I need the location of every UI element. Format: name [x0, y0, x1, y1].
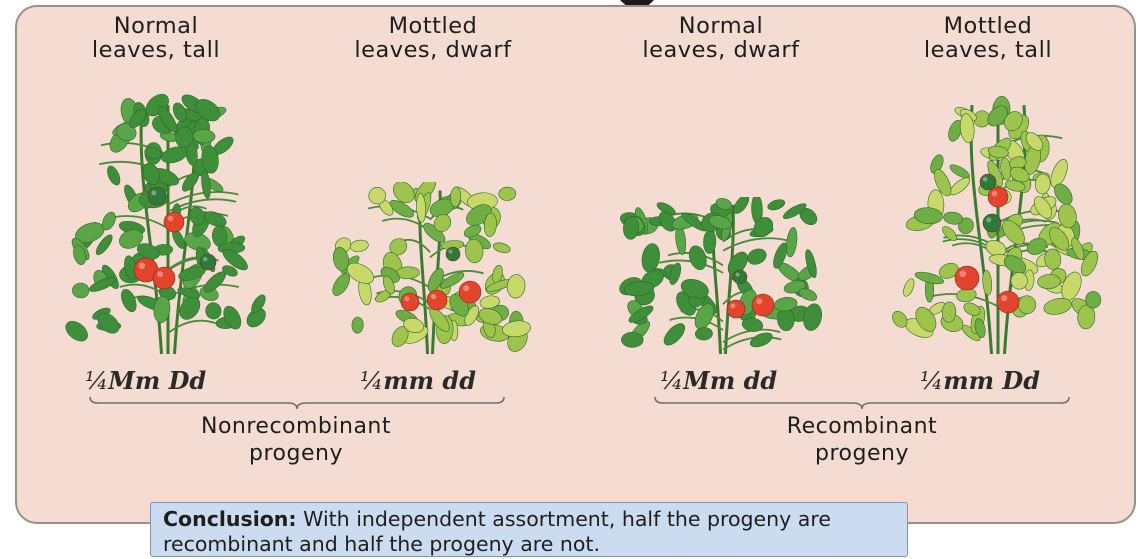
group-label-recombinant: Recombinant progeny [702, 413, 1022, 467]
brace-nonrecombinant [88, 395, 506, 411]
plant-normal-tall [38, 92, 298, 354]
label-mottled-dwarf: Mottled leaves, dwarf [303, 14, 563, 62]
label-normal-tall: Normal leaves, tall [26, 14, 286, 62]
label-normal-dwarf: Normal leaves, dwarf [591, 14, 851, 62]
label-mottled-tall: Mottled leaves, tall [858, 14, 1118, 62]
plant-normal-dwarf [618, 197, 828, 354]
plant-mottled-dwarf [325, 182, 535, 354]
genotype-mm-dd-3: ¼Mm dd [660, 366, 777, 395]
conclusion-box: Conclusion: With independent assortment,… [150, 502, 908, 557]
plant-mottled-tall [868, 92, 1128, 354]
genotype-mm-dd-4: ¼mm Dd [920, 366, 1040, 395]
genotype-mm-dd-2: ¼mm dd [360, 366, 476, 395]
genotype-mm-dd-1: ¼Mm Dd [85, 366, 206, 395]
conclusion-heading: Conclusion: [163, 507, 297, 531]
group-label-nonrecombinant: Nonrecombinant progeny [136, 413, 456, 467]
brace-recombinant [653, 395, 1071, 411]
